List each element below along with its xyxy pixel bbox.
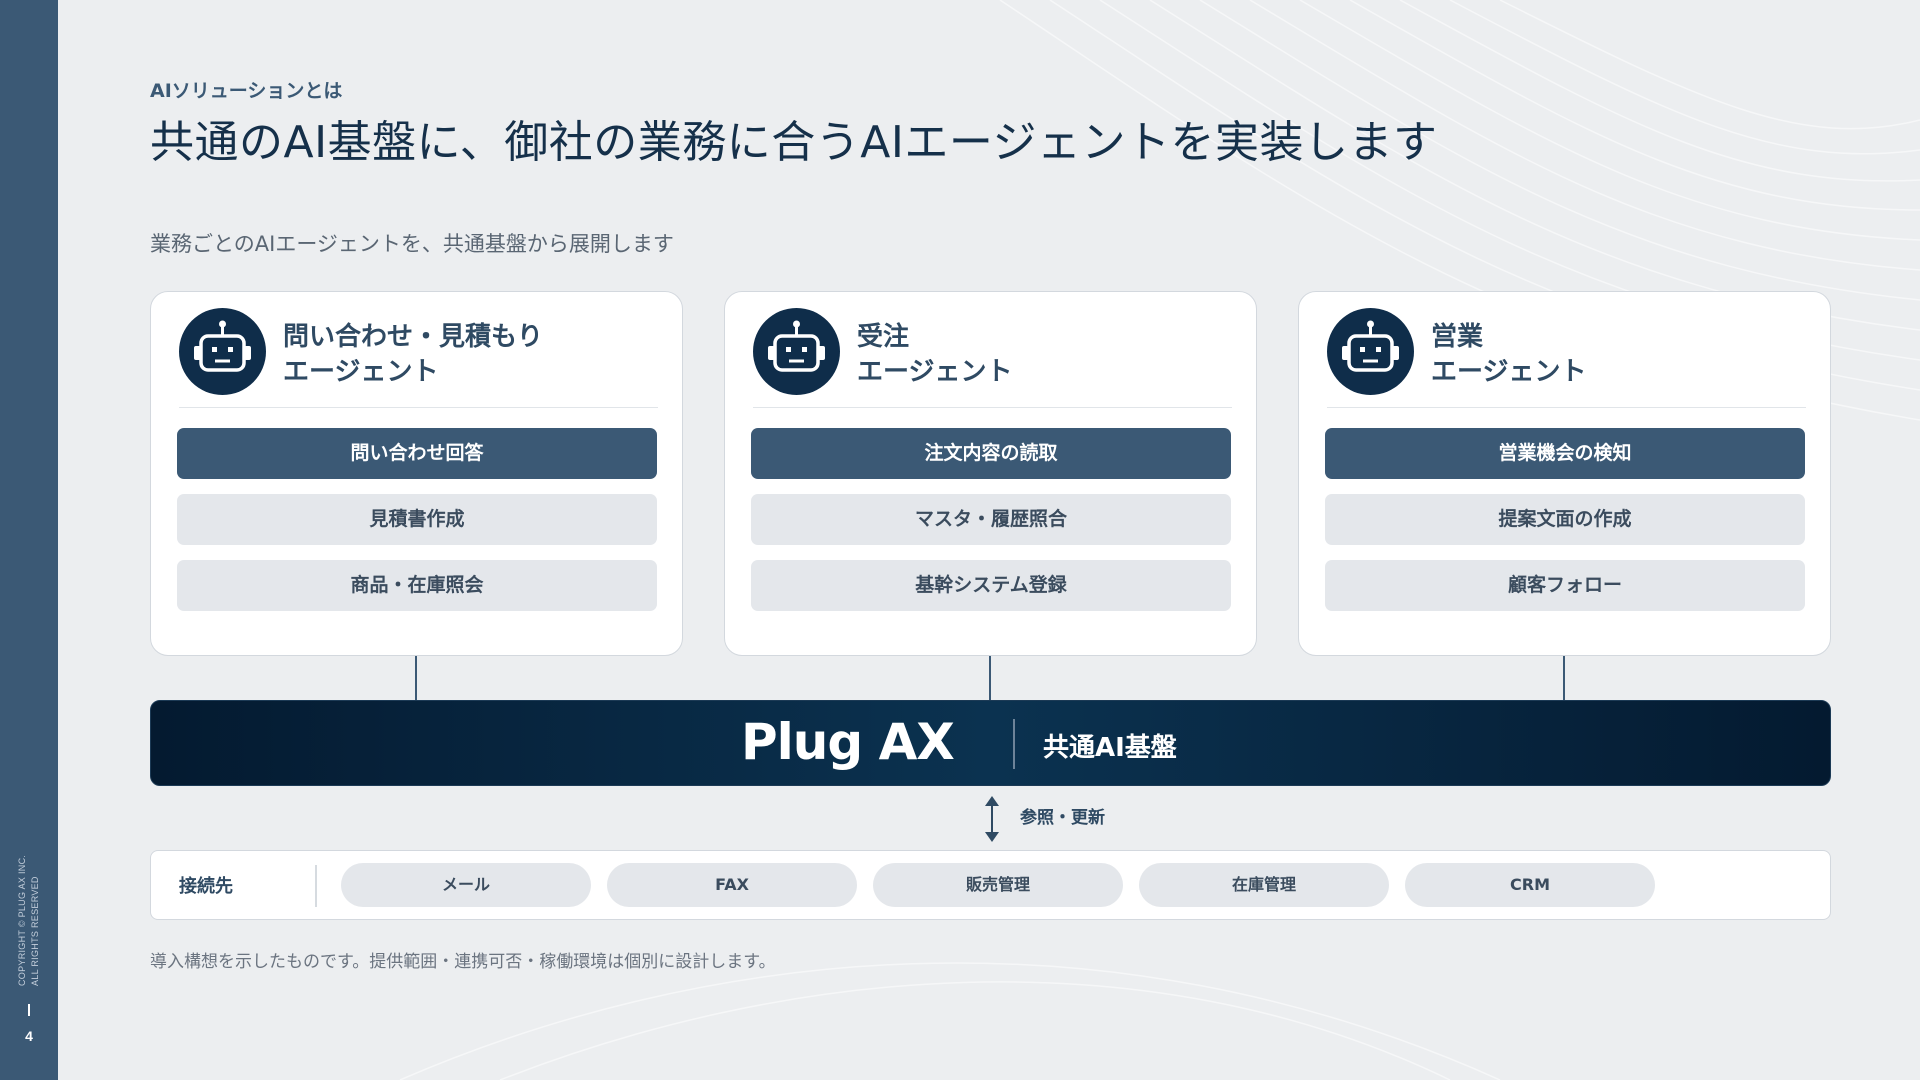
task-item: 見積書作成 — [177, 494, 657, 545]
sidebar-divider — [28, 1004, 30, 1016]
reference-label: 参照・更新 — [1020, 808, 1105, 828]
connection-pill: 販売管理 — [873, 863, 1123, 907]
agent-title: 問い合わせ・見積もり エージェント — [283, 320, 543, 390]
connector-line — [415, 656, 417, 700]
double-arrow-icon — [985, 796, 999, 842]
task-item: マスタ・履歴照合 — [751, 494, 1231, 545]
plug-ax-logo: Plug AX — [741, 713, 955, 771]
robot-icon — [1327, 308, 1414, 395]
section-eyebrow: AIソリューションとは — [150, 80, 343, 102]
agent-card-order: 受注 エージェント 注文内容の読取 マスタ・履歴照合 基幹システム登録 — [724, 291, 1257, 656]
copyright-notice: COPYRIGHT © PLUG AX INC. ALL RIGHTS RESE… — [16, 826, 44, 986]
copyright-line-1: COPYRIGHT © PLUG AX INC. — [17, 854, 27, 986]
task-item: 提案文面の作成 — [1325, 494, 1805, 545]
task-item: 注文内容の読取 — [751, 428, 1231, 479]
footnote: 導入構想を示したものです。提供範囲・連携可否・稼働環境は個別に設計します。 — [150, 952, 776, 972]
agent-card-header: 問い合わせ・見積もり エージェント — [179, 308, 658, 408]
agent-title: 受注 エージェント — [857, 320, 1012, 390]
connection-pill: 在庫管理 — [1139, 863, 1389, 907]
connection-pill: メール — [341, 863, 591, 907]
page-title: 共通のAI基盤に、御社の業務に合うAIエージェントを実装します — [150, 117, 1438, 168]
agent-title-line-2: エージェント — [857, 357, 1013, 387]
task-item: 問い合わせ回答 — [177, 428, 657, 479]
agent-title-line-1: 受注 — [857, 322, 910, 352]
connector-line — [989, 656, 991, 700]
robot-icon — [753, 308, 840, 395]
agent-card-header: 営業 エージェント — [1327, 308, 1806, 408]
task-item: 顧客フォロー — [1325, 560, 1805, 611]
agent-card-header: 受注 エージェント — [753, 308, 1232, 408]
page-subtitle: 業務ごとのAIエージェントを、共通基盤から展開します — [150, 232, 674, 256]
agent-card-inquiry: 問い合わせ・見積もり エージェント 問い合わせ回答 見積書作成 商品・在庫照会 — [150, 291, 683, 656]
agent-title: 営業 エージェント — [1431, 320, 1586, 390]
connection-pill: CRM — [1405, 863, 1655, 907]
connection-pill: FAX — [607, 863, 857, 907]
agent-title-line-1: 営業 — [1431, 322, 1484, 352]
logo-text: Plug AX — [741, 713, 954, 771]
platform-label: 共通AI基盤 — [1043, 733, 1177, 763]
agent-title-line-2: エージェント — [1431, 357, 1587, 387]
connections-label: 接続先 — [179, 876, 233, 897]
connector-line — [1563, 656, 1565, 700]
page-number: 4 — [25, 1028, 33, 1044]
sidebar: COPYRIGHT © PLUG AX INC. ALL RIGHTS RESE… — [0, 0, 58, 1080]
task-item: 営業機会の検知 — [1325, 428, 1805, 479]
connections-divider — [315, 865, 317, 907]
agent-title-line-2: エージェント — [283, 357, 439, 387]
task-item: 商品・在庫照会 — [177, 560, 657, 611]
agent-card-sales: 営業 エージェント 営業機会の検知 提案文面の作成 顧客フォロー — [1298, 291, 1831, 656]
task-item: 基幹システム登録 — [751, 560, 1231, 611]
platform-divider — [1013, 719, 1015, 769]
agent-title-line-1: 問い合わせ・見積もり — [283, 322, 544, 352]
robot-icon — [179, 308, 266, 395]
platform-bar: Plug AX 共通AI基盤 — [150, 700, 1831, 786]
copyright-line-2: ALL RIGHTS RESERVED — [30, 876, 40, 986]
connections-panel: 接続先 メール FAX 販売管理 在庫管理 CRM — [150, 850, 1831, 920]
